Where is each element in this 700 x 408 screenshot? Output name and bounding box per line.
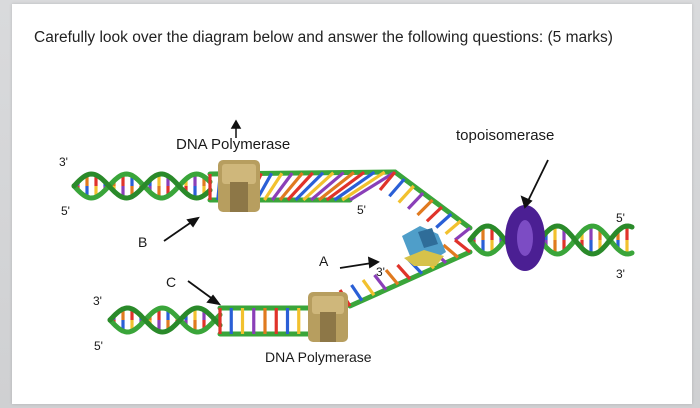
base-pair [397, 184, 415, 204]
label-left-top-3prime: 3' [59, 155, 68, 169]
label-upper-fork-5prime: 5' [357, 203, 366, 217]
lower-left-helix [107, 305, 313, 337]
label-right-5prime: 5' [616, 211, 625, 225]
base-pair [333, 170, 376, 202]
backbone-strand [107, 305, 223, 335]
base-pair [454, 238, 471, 254]
base-pair [263, 172, 284, 201]
base-pair [278, 171, 304, 202]
base-pair [302, 171, 335, 202]
base-pair [317, 171, 355, 202]
label-C: C [166, 274, 176, 290]
label-dna-polymerase-top: DNA Polymerase [176, 136, 290, 153]
label-B: B [138, 234, 147, 250]
topoisomerase-ring [505, 205, 545, 271]
base-pair [349, 170, 396, 202]
arrow-A [339, 256, 380, 269]
label-left-bottom-3prime: 3' [93, 294, 102, 308]
arrow-topoisomerase [520, 159, 549, 209]
label-dna-polymerase-bottom: DNA Polymerase [265, 349, 372, 365]
base-pair [425, 205, 443, 223]
label-topoisomerase: topoisomerase [456, 127, 554, 144]
base-pair [270, 172, 294, 201]
base-pair [435, 212, 453, 229]
base-pair [388, 177, 406, 198]
base-pair [341, 170, 386, 202]
label-A: A [319, 253, 329, 269]
question-card [12, 4, 692, 404]
backbone-strand [467, 223, 635, 257]
backbone-strand [71, 171, 213, 201]
label-lower-fork-3prime: 3' [376, 265, 385, 279]
helicase-icon [402, 226, 446, 266]
arrow-B [163, 216, 200, 242]
base-pair [361, 279, 376, 297]
base-pair [286, 171, 314, 202]
base-pair [350, 284, 364, 302]
dna-polymerase-bottom-block [308, 292, 348, 342]
question-text: Carefully look over the diagram below an… [34, 29, 613, 46]
label-right-3prime: 3' [616, 267, 625, 281]
base-pair [416, 198, 434, 217]
label-left-top-5prime: 5' [61, 204, 70, 218]
right-parental-helix [467, 223, 635, 257]
base-pair [454, 226, 471, 242]
label-left-bottom-5prime: 5' [94, 339, 103, 353]
backbone-strand [71, 171, 213, 201]
base-pair [325, 171, 366, 202]
base-pair [406, 191, 425, 210]
base-pair [396, 263, 412, 281]
base-pair [378, 170, 397, 192]
base-pair [373, 274, 388, 291]
backbone-strand [107, 305, 223, 335]
base-pair [310, 171, 345, 202]
fork-strands [338, 169, 473, 309]
base-pair [444, 219, 462, 235]
base-pair [384, 268, 400, 286]
arrow-dna-polymerase-top [230, 119, 242, 138]
base-pair [294, 171, 325, 202]
base-pair [442, 243, 460, 259]
backbone-strand [467, 223, 635, 257]
arrow-C [187, 280, 222, 306]
dna-polymerase-top-block [218, 160, 260, 212]
